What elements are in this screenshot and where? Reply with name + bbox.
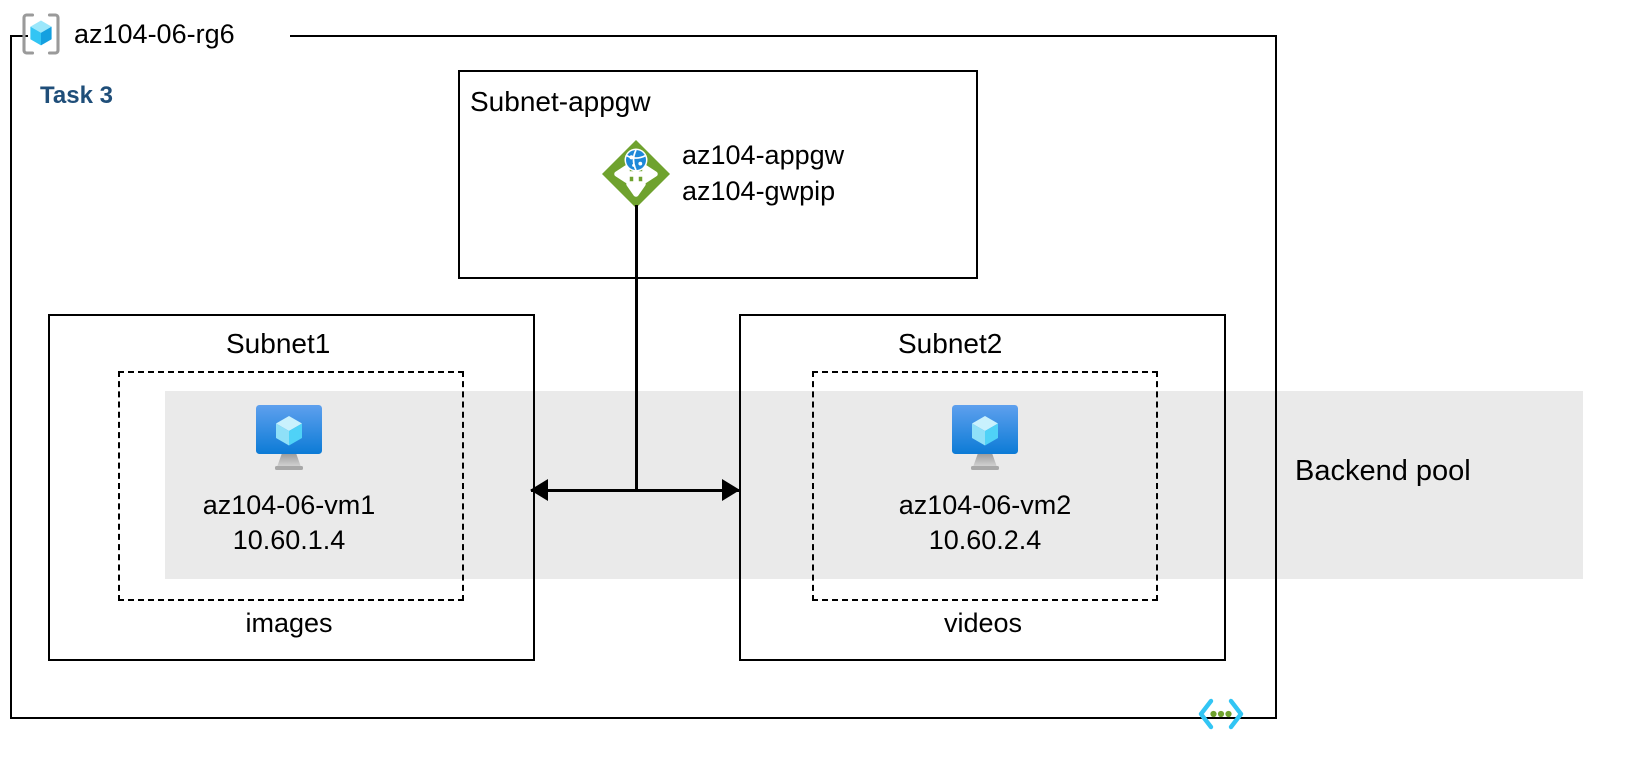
vm1-name: az104-06-vm1 [202,490,376,520]
subnet2-dashed-boundary [812,371,1158,601]
vm2-name: az104-06-vm2 [898,490,1072,520]
subnet2-box [739,314,1226,661]
backend-pool-label: Backend pool [1295,455,1471,487]
subnet1-dashed-boundary [118,371,464,601]
backend-pool-band [165,391,1583,579]
resource-group-border-top-stub [10,35,28,37]
vm2-labels: az104-06-vm2 10.60.2.4 [899,488,1072,557]
application-gateway-labels: az104-appgw az104-gwpip [682,138,844,210]
resource-group-border-bottom [10,717,1277,719]
vm2-ip: 10.60.2.4 [928,524,1042,555]
application-gateway-icon [598,136,674,212]
appgw-to-subnets-vertical-connector [635,205,638,491]
subnet1-subnet2-horizontal-connector [531,489,739,492]
vm2-node: az104-06-vm2 10.60.2.4 [856,398,1114,557]
resource-group-header: az104-06-rg6 [18,6,235,62]
task-label: Task 3 [40,82,113,109]
subnet-appgw-title: Subnet-appgw [470,86,651,117]
subnet1-storage-label: images [245,608,333,638]
application-gateway-node: az104-appgw az104-gwpip [598,136,844,212]
vm1-node: az104-06-vm1 10.60.1.4 [160,398,418,557]
resource-group-cube-icon [18,11,64,57]
vm1-ip: 10.60.1.4 [232,524,346,555]
virtual-machine-icon [249,398,329,474]
resource-group-border-right [1275,35,1277,719]
appgw-name-line-2: az104-gwpip [682,176,836,206]
virtual-machine-icon [945,398,1025,474]
resource-group-border-top [290,35,1277,37]
subnet-appgw-box [458,70,978,279]
subnet2-title: Subnet2 [898,328,1003,359]
resource-group-border-left [10,35,12,719]
arrow-head-right [722,479,740,501]
subnet2-storage-label: videos [943,608,1023,638]
appgw-name-line-1: az104-appgw [682,140,845,171]
subnet1-title: Subnet1 [226,328,331,359]
vm1-labels: az104-06-vm1 10.60.1.4 [203,488,376,557]
resource-group-name: az104-06-rg6 [74,18,235,49]
subnet1-box [48,314,535,661]
